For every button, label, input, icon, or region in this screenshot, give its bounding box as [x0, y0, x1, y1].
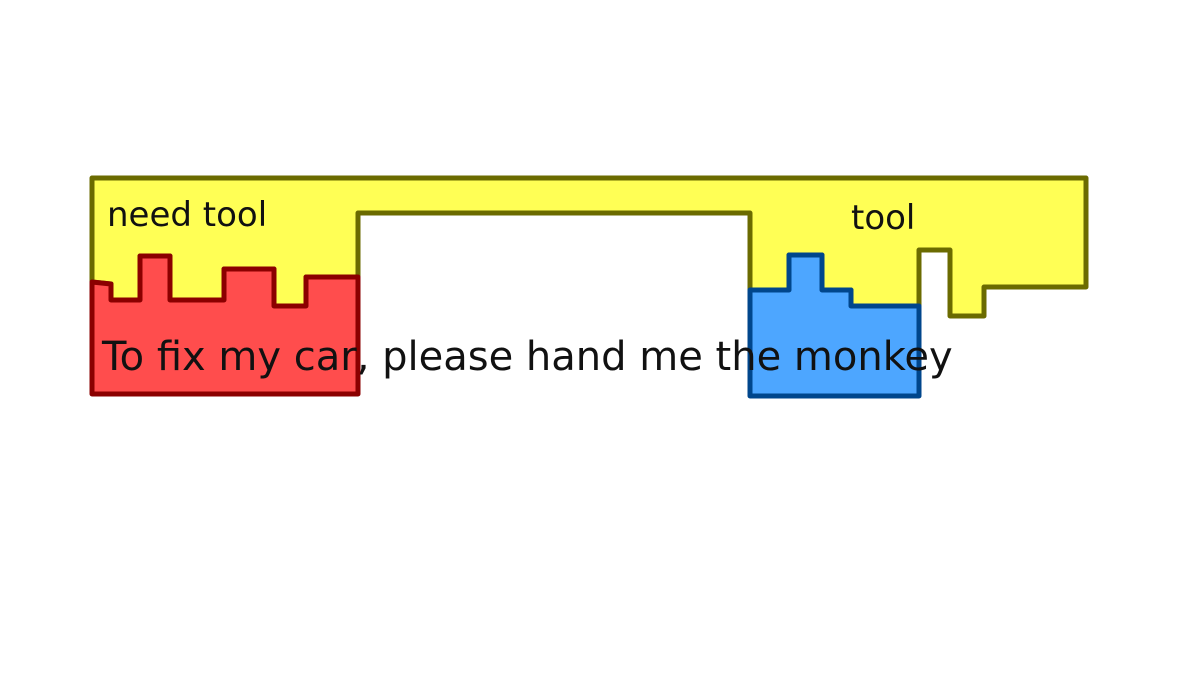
sentence-red-part: To fix my car, — [101, 334, 369, 380]
yellow-label-tool: tool — [851, 198, 915, 238]
sentence-middle-part: please hand me the — [369, 334, 793, 380]
blue-word-shape — [747, 252, 922, 399]
red-phrase-shape — [89, 253, 361, 397]
sentence: To fix my car, please hand me the monkey — [101, 334, 953, 380]
sentence-blue-part: monkey — [794, 334, 953, 380]
yellow-label-need-tool: need tool — [107, 195, 267, 235]
